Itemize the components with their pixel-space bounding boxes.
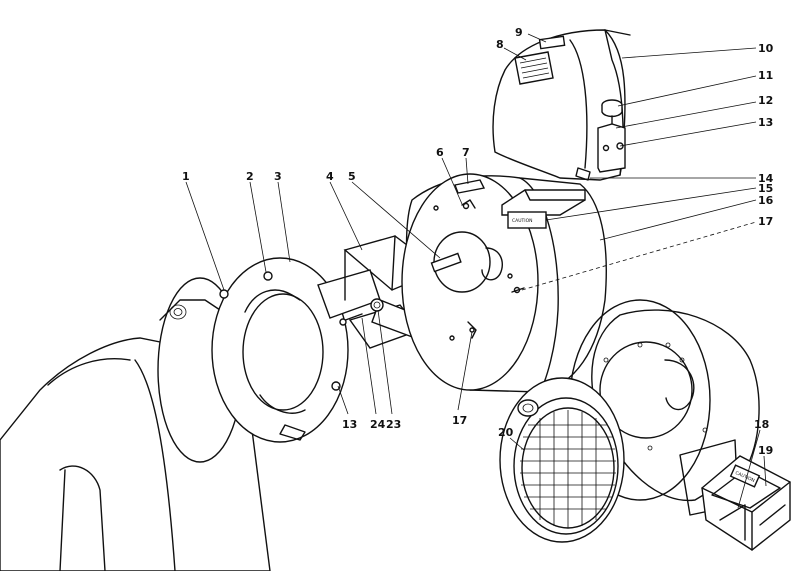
callout-5: 5	[348, 170, 356, 183]
callout-17-right: 17	[758, 215, 773, 228]
callout-14: 14	[758, 172, 774, 185]
callout-24: 24	[370, 418, 386, 431]
callout-12: 12	[758, 94, 773, 107]
callout-17-lower: 17	[452, 414, 467, 427]
callout-18: 18	[754, 418, 769, 431]
blower-housing: CAUTION	[401, 173, 607, 393]
callout-8: 8	[496, 38, 504, 51]
callout-20: 20	[498, 426, 514, 439]
callout-19: 19	[758, 444, 773, 457]
intake-screen	[499, 377, 625, 543]
callout-9: 9	[515, 26, 523, 39]
callout-1: 1	[182, 170, 190, 183]
callout-labels: 1 2 3 4 5 6 7 8 9 10 11 12 13 14 15 16 1…	[182, 26, 774, 457]
mounting-plate	[211, 257, 349, 443]
callout-4: 4	[326, 170, 334, 183]
leader-lines	[185, 33, 767, 509]
callout-11: 11	[758, 69, 773, 82]
callout-7: 7	[462, 146, 470, 159]
callout-16: 16	[758, 194, 774, 207]
callout-3: 3	[274, 170, 282, 183]
callout-10: 10	[758, 42, 774, 55]
callout-23: 23	[386, 418, 401, 431]
caution-decal-housing: CAUTION	[512, 218, 533, 224]
callout-2: 2	[246, 170, 254, 183]
callout-13-lower: 13	[342, 418, 357, 431]
callout-13: 13	[758, 116, 773, 129]
callout-6: 6	[436, 146, 444, 159]
deflector-chute	[492, 29, 631, 181]
knob-bracket-assembly	[575, 99, 626, 181]
callout-15: 15	[758, 182, 773, 195]
discharge-guard: CAUTION	[701, 455, 791, 551]
